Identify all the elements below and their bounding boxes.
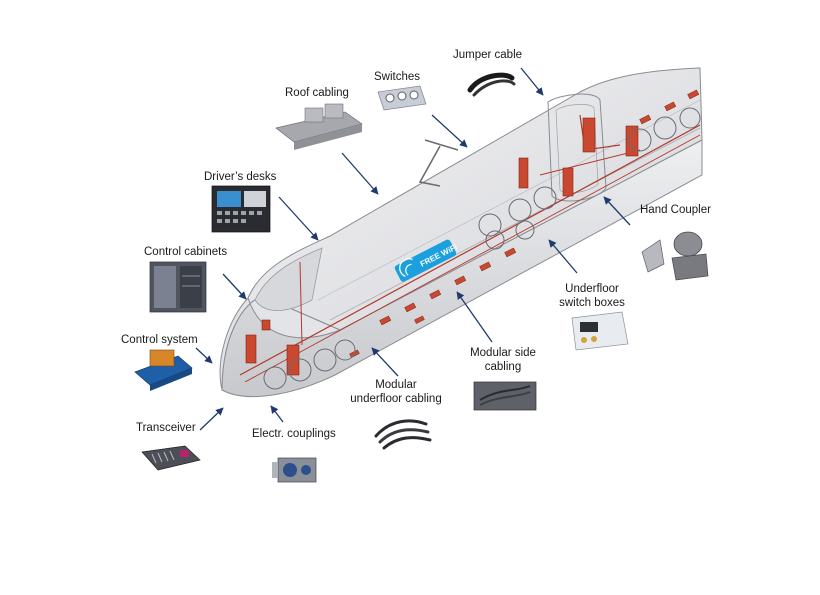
- drivers-desks-picture: [211, 185, 271, 233]
- transceiver-picture: [141, 445, 201, 471]
- train-bogies: [263, 107, 701, 390]
- label-hand-coupler: Hand Coupler: [640, 204, 711, 216]
- control-cabinets-picture: [149, 261, 207, 313]
- train-cabling: [239, 114, 701, 383]
- control-system-picture: [134, 349, 193, 391]
- label-modular-side-cabling: Modular side cabling: [470, 346, 536, 374]
- train-cabinets: [245, 117, 639, 376]
- label-electr-couplings: Electr. couplings: [252, 428, 336, 440]
- label-drivers-desks: Driver’s desks: [204, 171, 277, 183]
- underfloor-switch-boxes-picture: [571, 311, 629, 351]
- label-modular-underfloor-cabling-line-2: underfloor cabling: [350, 393, 442, 405]
- jumper-cable-picture: [467, 72, 516, 97]
- label-modular-underfloor-cabling: Modular underfloor cabling: [350, 378, 441, 406]
- callout-arrows: [195, 67, 631, 431]
- modular-side-cabling-picture: [473, 381, 537, 411]
- label-modular-underfloor-cabling-line-1: Modular: [375, 379, 417, 391]
- electr-couplings-picture: [272, 457, 317, 483]
- side-cable-trays: [349, 89, 700, 358]
- label-switches: Switches: [374, 71, 421, 83]
- label-modular-side-cabling-line-2: cabling: [484, 361, 522, 373]
- label-transceiver: Transceiver: [136, 422, 196, 434]
- roof-cabling-picture: [275, 103, 363, 150]
- modular-underfloor-cabling-picture: [374, 419, 432, 450]
- label-modular-side-cabling-line-1: Modular side: [470, 347, 536, 359]
- label-jumper-cable: Jumper cable: [453, 49, 523, 61]
- label-underfloor-switch-boxes: Underfloor switch boxes: [559, 282, 625, 310]
- label-underfloor-switch-boxes-line-1: Underfloor: [565, 283, 619, 295]
- label-underfloor-switch-boxes-line-2: switch boxes: [559, 297, 625, 309]
- label-control-system: Control system: [121, 334, 198, 346]
- label-control-cabinets: Control cabinets: [144, 246, 228, 258]
- switches-picture: [377, 85, 427, 111]
- label-roof-cabling: Roof cabling: [285, 87, 349, 99]
- hand-coupler-picture: [641, 231, 709, 281]
